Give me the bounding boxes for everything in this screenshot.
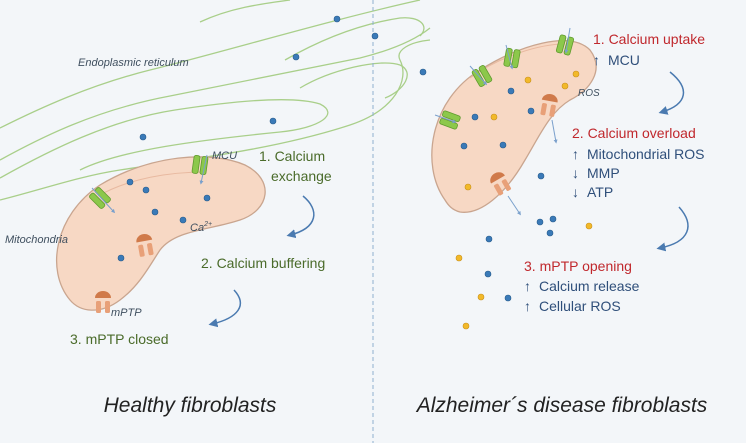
mcu-label: MCU [212, 150, 237, 162]
left-step2: 2. Calcium buffering [201, 255, 325, 271]
mptp-label: mPTP [111, 307, 142, 319]
process-arrows [208, 71, 689, 328]
mitochondria-label: Mitochondria [5, 234, 68, 246]
right-step2-title: 2. Calcium overload [572, 125, 696, 141]
ros-label: ROS [578, 88, 600, 99]
right-step3-item: ↑Calcium release [524, 278, 640, 294]
right-step2-item: ↑Mitochondrial ROS [572, 146, 705, 162]
endoplasmic-reticulum [0, 0, 431, 201]
right-step2-item: ↓ATP [572, 184, 613, 200]
right-mitochondrion [431, 40, 597, 213]
calcium-ions [117, 15, 557, 302]
left-mitochondrion [56, 156, 266, 311]
right-caption: Alzheimer´s disease fibroblasts [415, 394, 708, 417]
ros-molecules [455, 70, 593, 330]
right-step1-item: ↑MCU [593, 52, 640, 68]
right-step1-title: 1. Calcium uptake [593, 31, 705, 47]
right-step3-item: ↑Cellular ROS [524, 298, 621, 314]
right-flux-arrows [434, 27, 571, 216]
left-step1-line1: 1. Calcium [259, 148, 325, 164]
calcium-ion-label: Ca2+ [190, 221, 212, 234]
er-label: Endoplasmic reticulum [78, 57, 189, 69]
left-influx-arrows [91, 154, 208, 214]
left-caption: Healthy fibroblasts [104, 394, 277, 417]
right-step2-item: ↓MMP [572, 165, 620, 181]
left-step1-line2: exchange [271, 168, 332, 184]
right-step3-title: 3. mPTP opening [524, 258, 632, 274]
left-step3: 3. mPTP closed [70, 331, 169, 347]
